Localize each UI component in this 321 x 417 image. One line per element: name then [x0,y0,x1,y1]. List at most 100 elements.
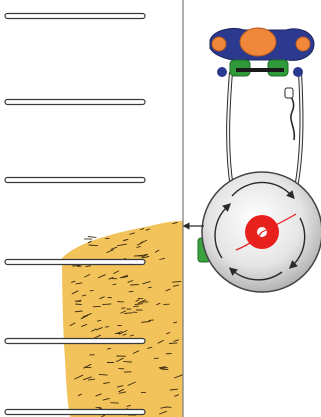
ground-speckle [91,328,97,332]
ground-speckle [172,280,182,283]
ground-speckle [123,312,133,314]
ground-speckle [159,410,167,415]
ground-speckle [122,333,127,336]
ground-speckle [116,385,124,388]
ground-speckle [112,283,117,286]
ground-speckle [173,374,183,379]
ground-speckle [136,245,141,248]
ground-speckle [134,303,144,305]
ground-speckle [119,274,128,279]
ground-speckle [102,397,110,401]
rod-5 [4,337,146,345]
ground-speckle [160,406,167,409]
ground-speckle [122,239,129,241]
ground-speckle [118,388,125,393]
ground-speckle [117,243,127,247]
ground-speckle [166,332,171,335]
ground-speckle [98,274,106,279]
ground-speckle [127,280,134,283]
ground-speckle [148,319,154,321]
ground-speckle [158,366,166,369]
ground-speckle [121,276,129,279]
ground-speckle [132,350,140,354]
ground-speckle [69,322,76,327]
ground-speckle [129,232,136,235]
ground-speckle [129,334,135,337]
ground-speckle [172,284,180,287]
support-frame [226,71,304,189]
ground-speckle [84,366,92,369]
ground-speckle [159,257,166,260]
ground-speckle [118,391,127,394]
rod-1 [4,12,146,20]
cable [285,91,296,141]
ground-speckle [87,240,92,244]
ground-speckle [75,303,82,306]
ground-speckle [173,321,178,324]
ground-speckle [145,228,151,231]
ground-speckle [77,265,82,268]
ground-speckle [113,270,119,274]
ground-speckle [77,393,82,397]
ground-speckle [101,414,105,417]
ground-speckle [172,221,178,225]
ground-speckle [141,321,151,323]
ground-speckle [102,303,112,306]
ground-speckle [81,294,87,297]
rod-4 [4,258,146,266]
ground-speckle [137,299,147,304]
ground-speckle [159,367,168,369]
ground-speckle [120,310,126,314]
ground-speckle [135,299,140,302]
ground-speckle [174,394,180,397]
ground-speckle [98,407,103,410]
ground-speckle [74,310,83,313]
ground-speckle [75,282,83,285]
ground-speckle [99,296,105,300]
ground-speckle [108,276,114,280]
rod-6 [4,408,146,416]
ground-speckle [81,323,88,327]
ground-speckle [142,256,150,259]
ground-speckle [173,339,180,342]
ground-speckle [157,339,164,344]
ground-speckle [168,342,178,344]
ground-speckle [71,280,76,283]
ground-speckle [96,319,102,322]
ground-speckle [127,381,136,386]
ground-speckle [80,314,89,320]
ground-speckle [115,357,124,363]
motor-cap [239,27,277,57]
ground-speckle [146,346,153,349]
rotating-disc [201,171,321,293]
ground-mass [62,221,183,417]
ground-speckle [87,236,97,238]
horizontal-rods [4,12,146,416]
rod-3 [4,176,146,184]
ground-speckle [88,244,99,247]
ground-speckle [169,388,178,391]
ground-speckle [142,281,151,285]
ground-speckle [84,274,91,278]
ground-speckle [140,228,145,231]
ground-speckle [94,334,101,339]
ground-speckle [156,302,161,306]
ground-speckle [126,404,131,407]
ground-speckle [85,265,92,268]
ground-speckle [89,289,94,292]
ground-speckle [106,249,114,253]
ground-speckle [140,240,148,244]
ground-speckle [136,242,143,246]
ground-speckle [165,288,171,292]
ground-speckle [110,246,118,250]
ground-speckle [71,290,79,295]
rod-2 [4,98,146,106]
ground-speckle [103,381,110,384]
ground-speckle [98,373,108,376]
ground-speckle [114,331,123,335]
ground-speckle [87,378,96,381]
ground-speckle [83,376,92,381]
ground-speckle [95,327,103,331]
